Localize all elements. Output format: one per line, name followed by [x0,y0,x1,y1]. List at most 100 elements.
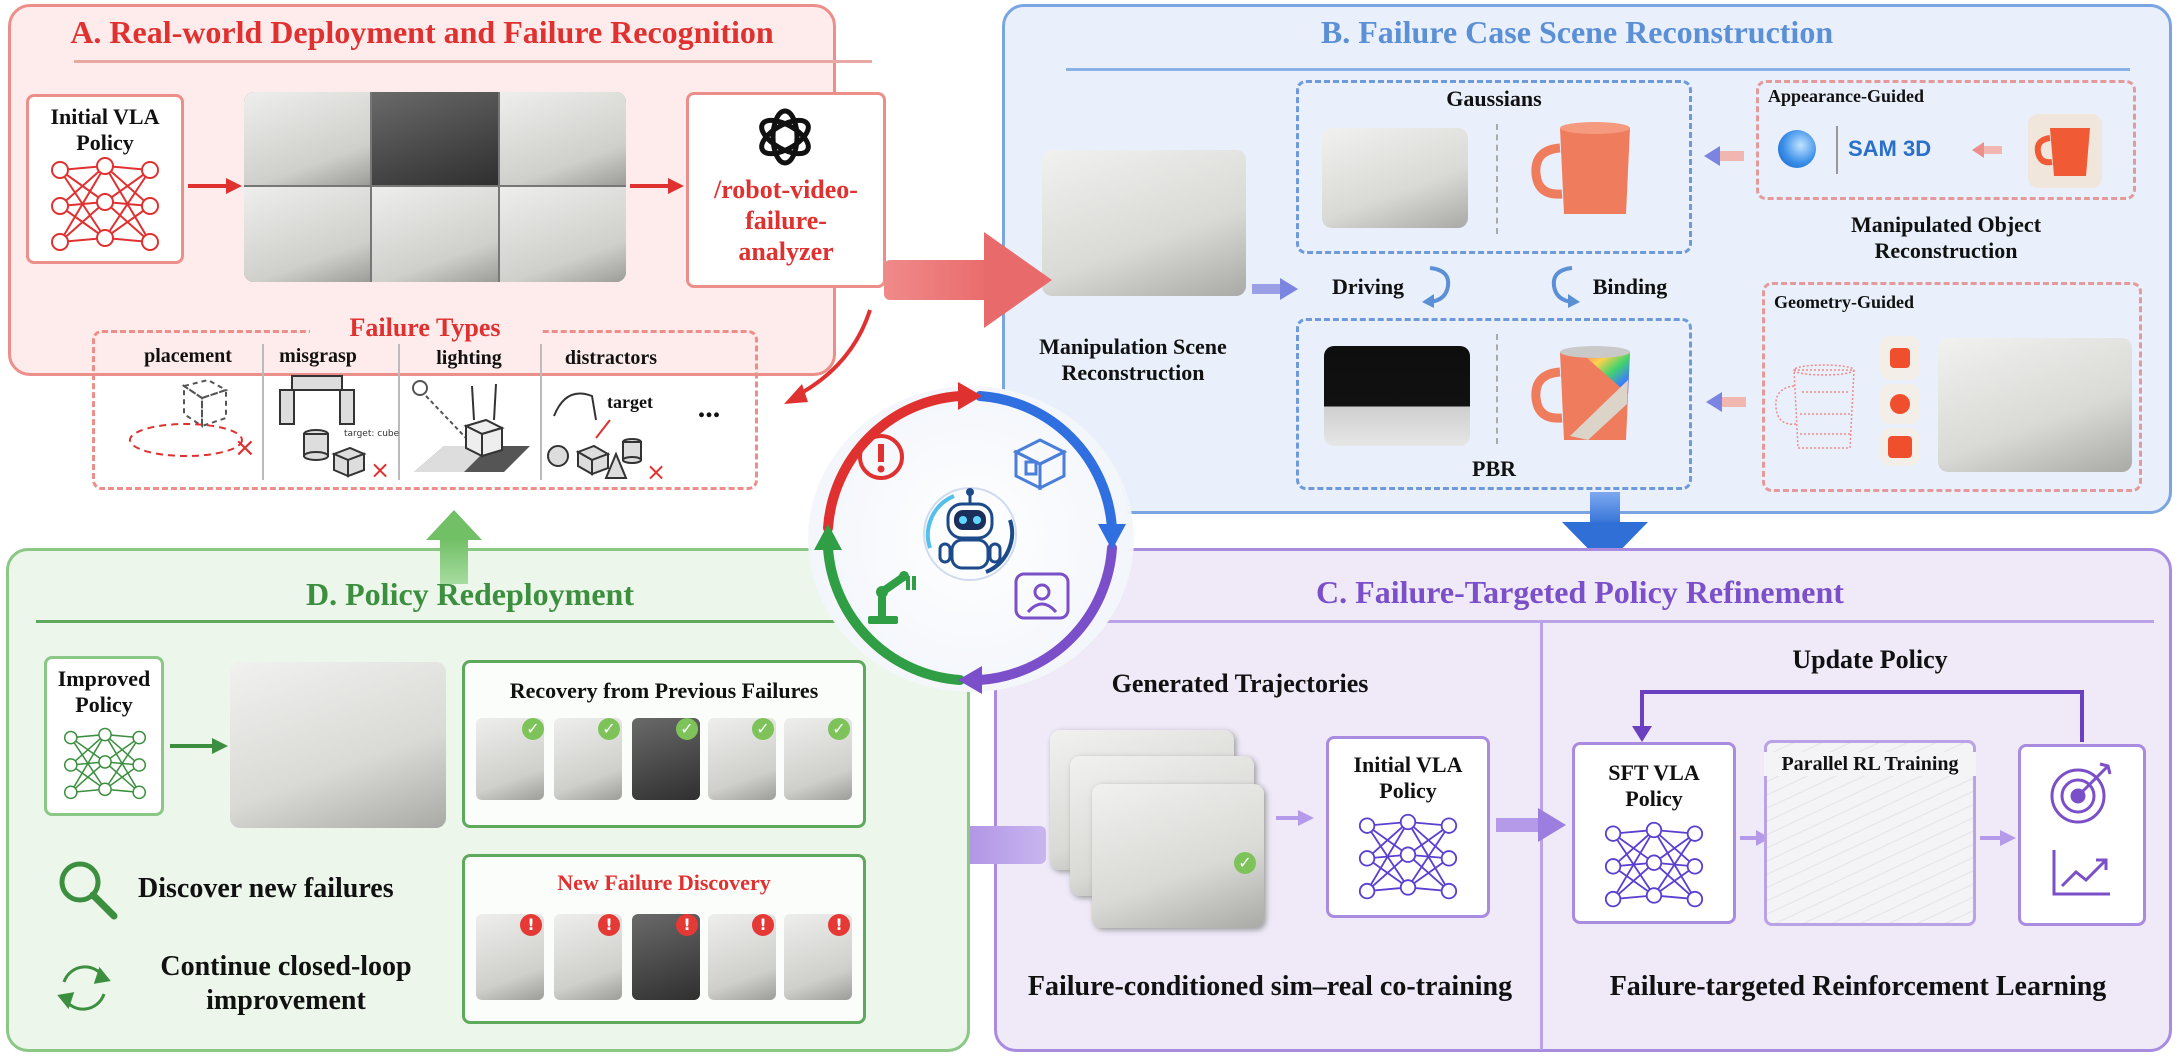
check-icon: ✓ [676,718,698,740]
svg-text:×: × [234,433,256,463]
svg-text:×: × [646,458,666,486]
pbr-label: PBR [1472,456,1516,481]
openai-logo-icon [759,108,811,166]
check-icon: ✓ [522,718,544,740]
magnifier-icon [59,861,118,920]
warning-icon: ! [676,914,698,936]
person-icon [1014,572,1070,620]
scene-photo [1042,150,1246,296]
neural-network-icon [51,157,159,251]
appearance-cup-photo [2028,114,2102,188]
discover-label: Discover new failures [138,873,394,904]
failure-type-lighting: lighting [436,347,502,369]
gaussian-cup-image [1531,122,1630,214]
geometry-guided-box [1762,282,2142,492]
distractors-target-label: target [607,392,653,412]
geometry-guided-label: Geometry-Guided [1774,292,1914,312]
cube-icon [1012,438,1068,491]
generated-traj-label: Generated Trajectories [1111,669,1369,698]
panel-b-title-underline [1066,68,2130,71]
reward-box [2018,744,2146,926]
parallel-rl-label: Parallel RL Training [1764,752,1976,776]
neural-network-icon [63,727,147,800]
panel-b-title: B. Failure Case Scene Reconstruction [1320,14,1834,50]
arrow-traj-to-policy [1276,810,1314,826]
arrow-improved-to-photo [170,738,228,754]
arrow-scene-to-gs [1252,278,1298,300]
trajectory-check-icon: ✓ [1234,852,1256,874]
arrow-rl-to-reward [1980,830,2016,846]
arrow-a-to-b [884,232,1052,328]
panel-c-title-underline [1070,620,2154,623]
appearance-guided-label: Appearance-Guided [1768,86,1925,106]
failure-divider [262,344,264,480]
gaussians-label: Gaussians [1446,86,1542,111]
recovery-label: Recovery from Previous Failures [509,678,819,703]
analyzer-label: /robot-video-failure-analyzer [714,175,858,267]
warning-icon: ! [828,914,850,936]
placement-illustration: × [129,378,256,463]
panel-d-title: D. Policy Redeployment [306,576,634,612]
robot-mascot-icon [923,487,1017,581]
panel-a-title-underline [74,60,872,63]
geometry-view-2 [1880,384,1920,424]
check-icon: ✓ [752,718,774,740]
geometry-scene-photo [1938,338,2132,472]
warning-icon: ! [598,914,620,936]
geometry-view-3 [1880,428,1920,466]
driving-label: Driving [1331,274,1405,299]
cycle-icon [57,965,111,1011]
warning-icon: ! [752,914,774,936]
pbr-box [1296,318,1692,490]
deployment-photo-grid [244,92,626,282]
failure-divider [540,344,542,480]
new-failure-label: New Failure Discovery [557,870,771,895]
panel-d-title-underline [36,620,842,623]
arrow-policy-to-photos [188,178,242,194]
svg-text:×: × [370,456,390,484]
check-icon: ✓ [598,718,620,740]
sam3d-label: SAM 3D [1848,136,1932,161]
failure-types-ellipsis: ... [697,391,721,424]
failure-type-misgrasp: misgrasp [279,345,357,367]
failure-divider [398,344,400,480]
driving-cycle-icon [1422,266,1451,308]
rl-caption: Failure-targeted Reinforcement Learning [1609,971,2107,1002]
arrow-policy-to-sft [1496,808,1566,842]
gaussians-box [1296,80,1692,254]
binding-cycle-icon [1551,266,1580,308]
arrow-d-to-a [426,510,482,584]
svg-text:target: cube: target: cube [344,429,400,439]
arrow-geometry-to-pbr [1706,392,1746,412]
warning-icon [858,434,904,480]
gaussians-scene-image [1322,128,1468,228]
arrow-appearance-to-gs [1704,146,1744,166]
target-icon [2050,762,2112,824]
pbr-cup-image [1531,346,1630,440]
appearance-guided-box [1756,80,2136,200]
failure-types-title: Failure Types [310,312,540,344]
arrow-b-to-c [1562,492,1648,566]
neural-network-icon [1358,813,1458,900]
neural-network-icon [1604,821,1704,908]
panel-a-title: A. Real-world Deployment and Failure Rec… [70,14,774,50]
robot-arm-icon [868,571,916,624]
geometry-view-1 [1880,336,1920,380]
arrow-analyzer-to-failures [784,309,872,404]
trend-chart-icon [2052,850,2110,896]
cotrain-caption: Failure-conditioned sim–real co-training [1027,971,1513,1002]
check-icon: ✓ [828,718,850,740]
arrow-cup-to-sam [1972,142,2002,158]
pointcloud-cup-image [1775,364,1855,449]
binding-label: Binding [1592,274,1668,299]
pbr-scene-image [1324,346,1470,446]
sam3d-divider [1836,126,1838,174]
gaussians-divider [1496,124,1498,234]
arrow-photos-to-analyzer [630,178,684,194]
lighting-illustration [412,380,530,472]
